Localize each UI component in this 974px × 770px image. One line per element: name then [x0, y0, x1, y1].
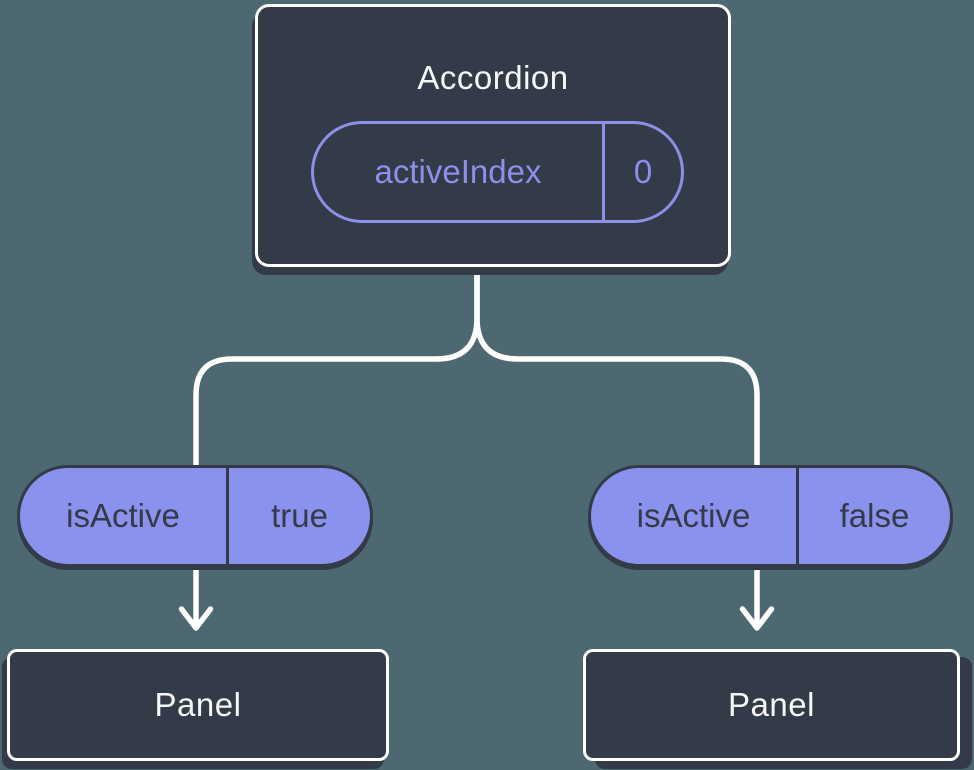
state-value-label: 0	[602, 124, 681, 220]
state-name-label: activeIndex	[374, 153, 542, 190]
prop-value-label: true	[226, 468, 370, 564]
prop-pill-isactive-false: isActive false	[588, 465, 953, 567]
panel-title: Panel	[728, 686, 815, 723]
connector-branch-right	[474, 263, 760, 629]
arrowhead-left-icon	[178, 606, 214, 631]
prop-value-label: false	[796, 468, 950, 564]
prop-pill-isactive-true: isActive true	[17, 465, 373, 567]
arrowhead-right-icon	[739, 606, 775, 631]
accordion-component-card: Accordion activeIndex 0	[255, 4, 731, 267]
prop-name-label: isActive	[66, 497, 180, 534]
panel-component-card-right: Panel	[583, 649, 960, 761]
panel-title: Panel	[154, 686, 242, 723]
prop-name-label: isActive	[636, 497, 751, 534]
accordion-title: Accordion	[417, 59, 569, 96]
panel-component-card-left: Panel	[7, 649, 389, 761]
accordion-state-pill: activeIndex 0	[311, 121, 684, 223]
connector-branch-left	[193, 263, 480, 629]
